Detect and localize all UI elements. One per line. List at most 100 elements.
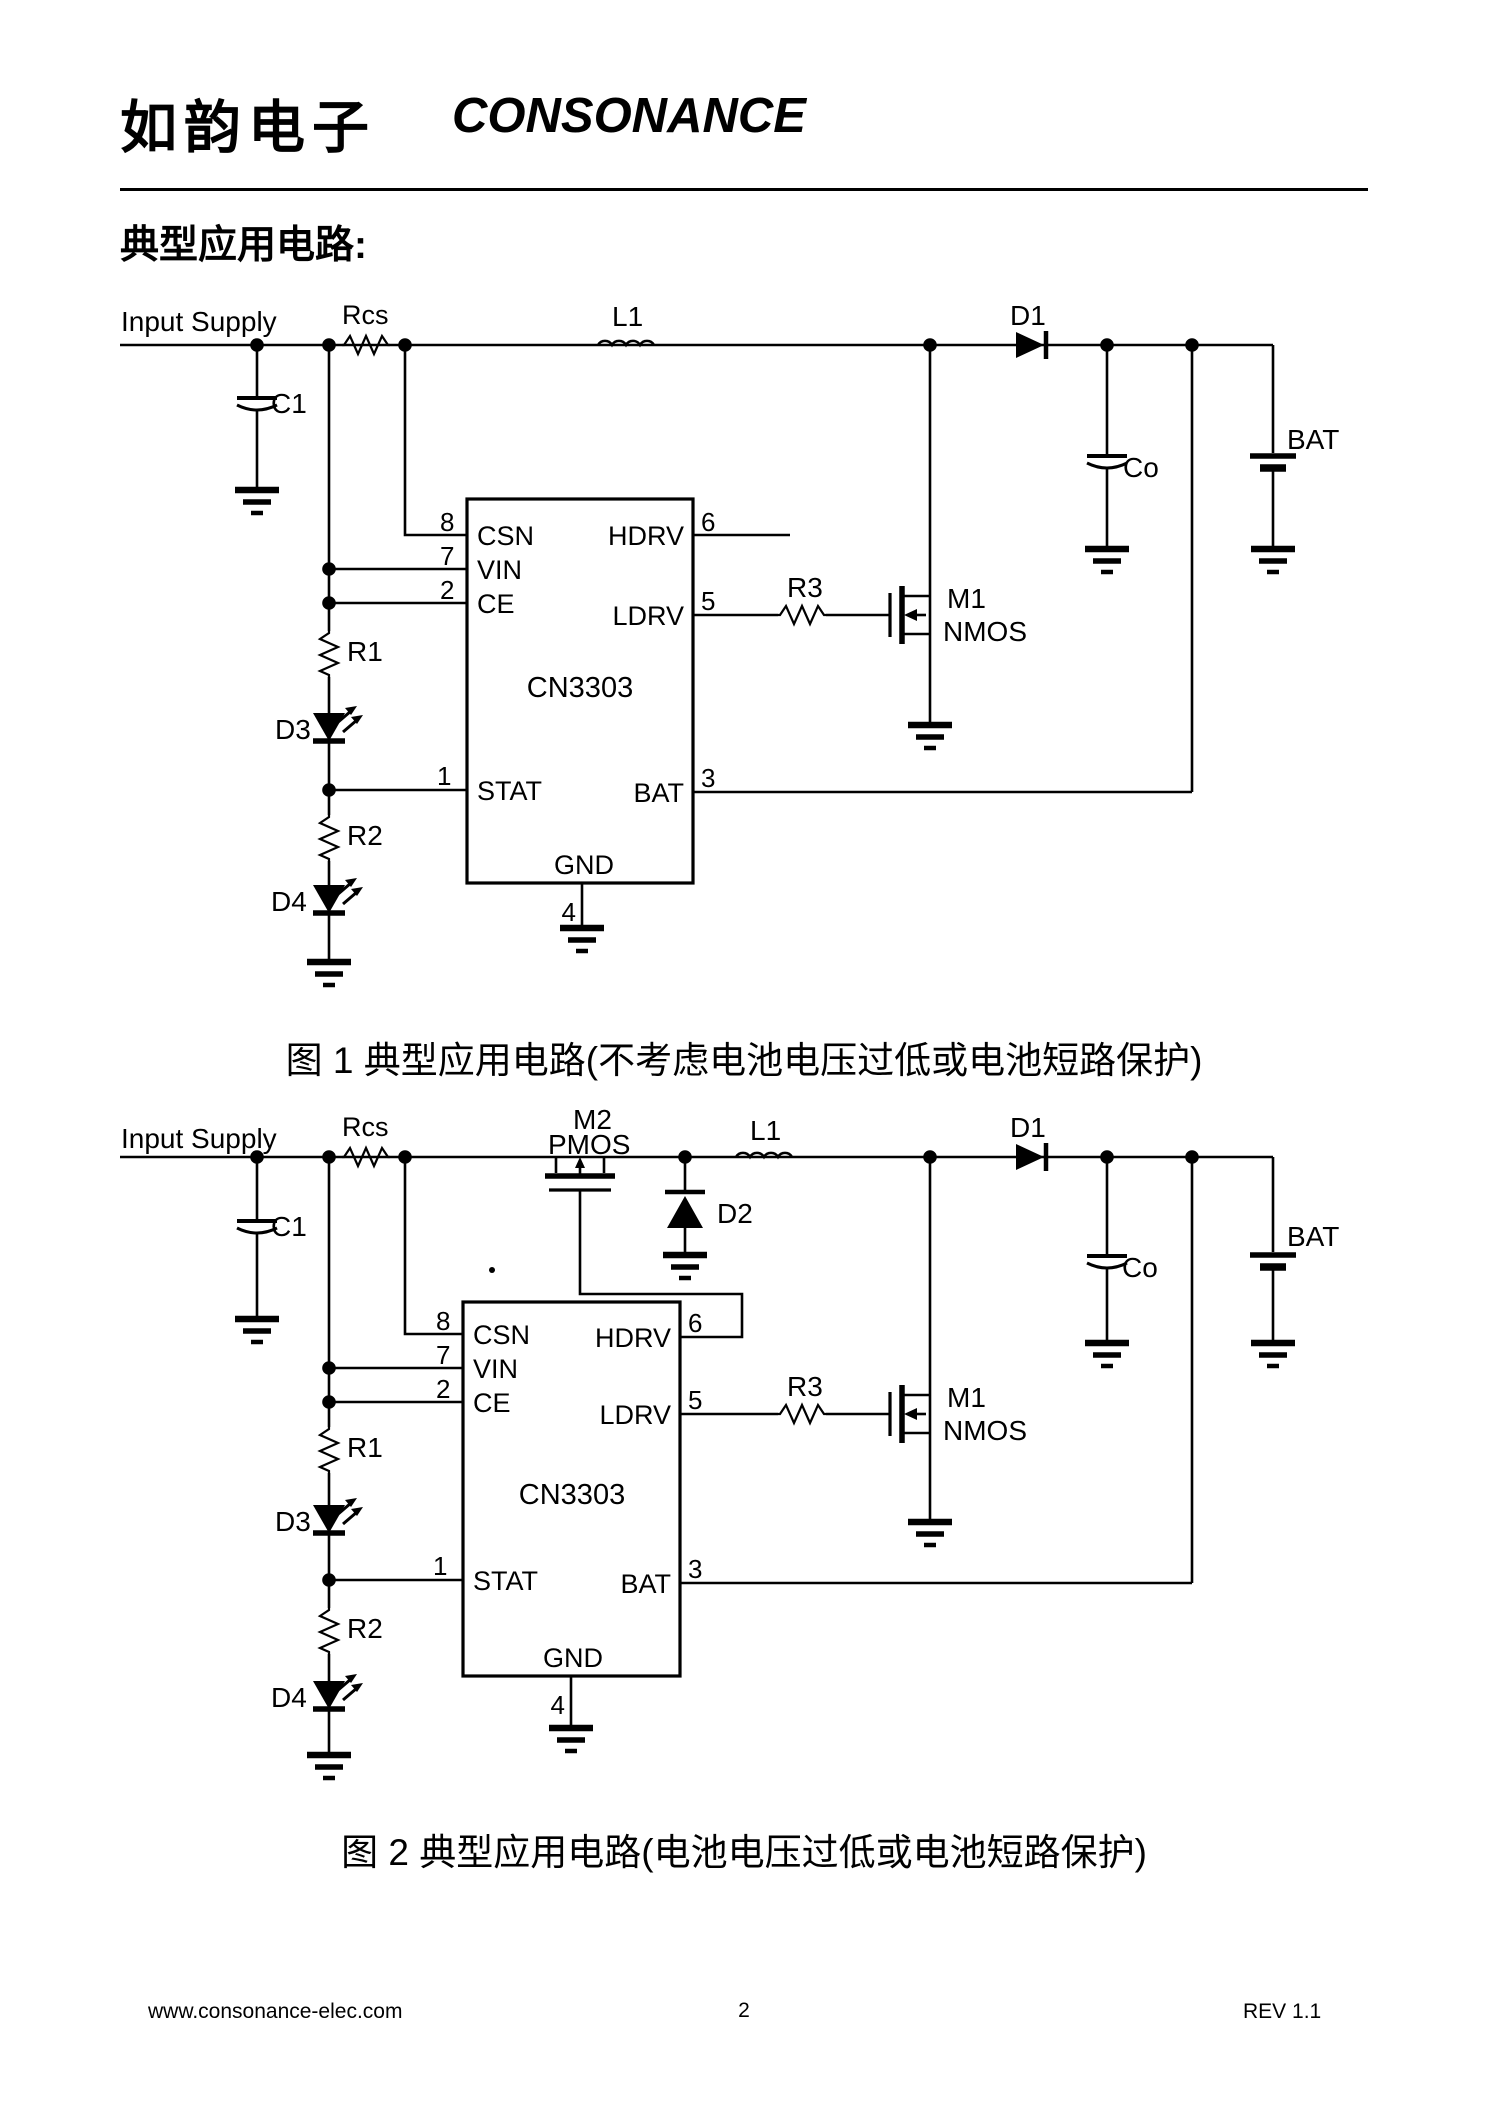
c2-pin-number-8: 8 [436, 1306, 450, 1336]
c1-pin-label-csn: CSN [477, 521, 534, 551]
c1-pin-number-6: 6 [701, 507, 715, 537]
c2-label-rcs: Rcs [342, 1112, 389, 1142]
c1-pin-label-hdrv: HDRV [608, 521, 684, 551]
c2-label-l1: L1 [750, 1115, 781, 1146]
c1-bat-wire [693, 345, 1194, 794]
c2-pin-label-stat: STAT [473, 1566, 538, 1596]
c1-label-l1: L1 [612, 301, 643, 332]
c1-diode-d1 [1016, 331, 1049, 359]
c1-ground-co [1085, 549, 1129, 572]
c2-battery [1250, 1255, 1296, 1267]
c1-pin-label-ce: CE [477, 589, 515, 619]
junction-dot [398, 338, 412, 352]
junction-dot [322, 562, 336, 576]
c2-label-bat: BAT [1287, 1221, 1339, 1252]
header-divider [120, 188, 1368, 191]
c1-label-co: Co [1123, 452, 1159, 483]
brand-logo-cn: 如韵电子 [120, 96, 376, 160]
c2-led-d3 [313, 1498, 363, 1533]
c1-label-d1: D1 [1010, 300, 1046, 331]
junction-dot [1100, 338, 1114, 352]
c2-ground-led-chain [307, 1755, 351, 1778]
section-title: 典型应用电路: [120, 224, 367, 267]
c2-label-d2: D2 [717, 1198, 753, 1229]
c2-ic-text: CSN VIN CE STAT HDRV LDRV BAT GND CN3303… [433, 1306, 702, 1720]
junction-dot [250, 338, 264, 352]
c1-ground-c1 [235, 490, 279, 513]
c2-mosfet-m2 [545, 1157, 615, 1190]
c2-ic-body [461, 1300, 682, 1678]
junction-dot [322, 1395, 336, 1409]
junction-dot [923, 1150, 937, 1164]
c2-bat-wire [680, 1157, 1194, 1585]
c1-label-c1: C1 [271, 388, 307, 419]
c2-ground-d2 [663, 1255, 707, 1278]
c1-label-d4: D4 [271, 886, 307, 917]
c2-junction-dots [250, 1150, 1199, 1587]
c2-csn-wire [403, 1157, 463, 1336]
c1-ic-text: CSN VIN CE STAT HDRV LDRV BAT GND CN3303… [437, 507, 715, 927]
c1-label-input-supply: Input Supply [121, 306, 277, 337]
c1-pin-number-8: 8 [440, 507, 454, 537]
c1-label-rcs: Rcs [342, 300, 389, 330]
c2-label-r2: R2 [347, 1613, 383, 1644]
junction-dot [322, 1361, 336, 1375]
c1-pin-label-ldrv: LDRV [612, 601, 684, 631]
c2-hdrv-gate-wire [578, 1190, 744, 1339]
stray-dot [489, 1267, 495, 1273]
c2-labels: Input Supply Rcs M2 PMOS D2 L1 D1 Co BAT… [121, 1104, 1339, 1713]
c1-pin-number-2: 2 [440, 575, 454, 605]
junction-dot [398, 1150, 412, 1164]
c2-pin-label-vin: VIN [473, 1354, 518, 1384]
c1-labels: Input Supply Rcs L1 D1 C1 Co BAT R1 D3 R… [121, 300, 1339, 917]
c2-capacitor-co [1085, 1254, 1129, 1270]
c2-pin-number-5: 5 [688, 1385, 702, 1415]
circuit-figure2: Input Supply Rcs M2 PMOS D2 L1 D1 Co BAT… [120, 1104, 1339, 1778]
footer-page-number: 2 [738, 1999, 750, 2022]
c1-ic-name: CN3303 [527, 672, 633, 704]
c1-pin-number-7: 7 [440, 541, 454, 571]
c2-led-chain [327, 1473, 463, 1755]
c2-label-r1: R1 [347, 1432, 383, 1463]
c1-label-d3: D3 [275, 714, 311, 745]
c1-label-m1-type: NMOS [943, 616, 1027, 647]
junction-dot [322, 596, 336, 610]
c1-junction-dots [250, 338, 1199, 797]
c2-label-d4: D4 [271, 1682, 307, 1713]
c1-label-bat: BAT [1287, 424, 1339, 455]
c2-pin-number-4: 4 [551, 1690, 565, 1720]
c1-ground-ic [560, 928, 604, 951]
c2-label-input-supply: Input Supply [121, 1123, 277, 1154]
junction-dot [1185, 338, 1199, 352]
junction-dot [678, 1150, 692, 1164]
junction-dot [1185, 1150, 1199, 1164]
c2-ground-co [1085, 1343, 1129, 1366]
junction-dot [1100, 1150, 1114, 1164]
c2-label-c1: C1 [271, 1211, 307, 1242]
c1-battery [1250, 456, 1296, 468]
c1-pin-label-vin: VIN [477, 555, 522, 585]
c2-pin-number-6: 6 [688, 1308, 702, 1338]
figure2-caption: 图 2 典型应用电路(电池电压过低或电池短路保护) [341, 1832, 1147, 1873]
c2-ground-m1 [908, 1522, 952, 1545]
junction-dot [250, 1150, 264, 1164]
brand-logo-en: CONSONANCE [452, 89, 806, 143]
c2-label-r3: R3 [787, 1371, 823, 1402]
c2-label-m1: M1 [947, 1382, 986, 1413]
c2-wires [120, 1155, 1275, 1755]
c1-pin-label-stat: STAT [477, 776, 542, 806]
c2-pin-number-3: 3 [688, 1554, 702, 1584]
c2-resistor-r3 [776, 1403, 828, 1425]
c2-pin-label-ce: CE [473, 1388, 511, 1418]
junction-dot [322, 1573, 336, 1587]
c1-pin-number-5: 5 [701, 586, 715, 616]
footer-revision: REV 1.1 [1243, 2000, 1322, 2023]
c1-led-d3 [313, 706, 363, 741]
c2-label-d1: D1 [1010, 1112, 1046, 1143]
c1-ground-m1 [908, 725, 952, 748]
c1-pin-label-gnd: GND [554, 850, 614, 880]
c2-led-d4 [313, 1674, 363, 1709]
c1-ic-body [465, 497, 695, 885]
